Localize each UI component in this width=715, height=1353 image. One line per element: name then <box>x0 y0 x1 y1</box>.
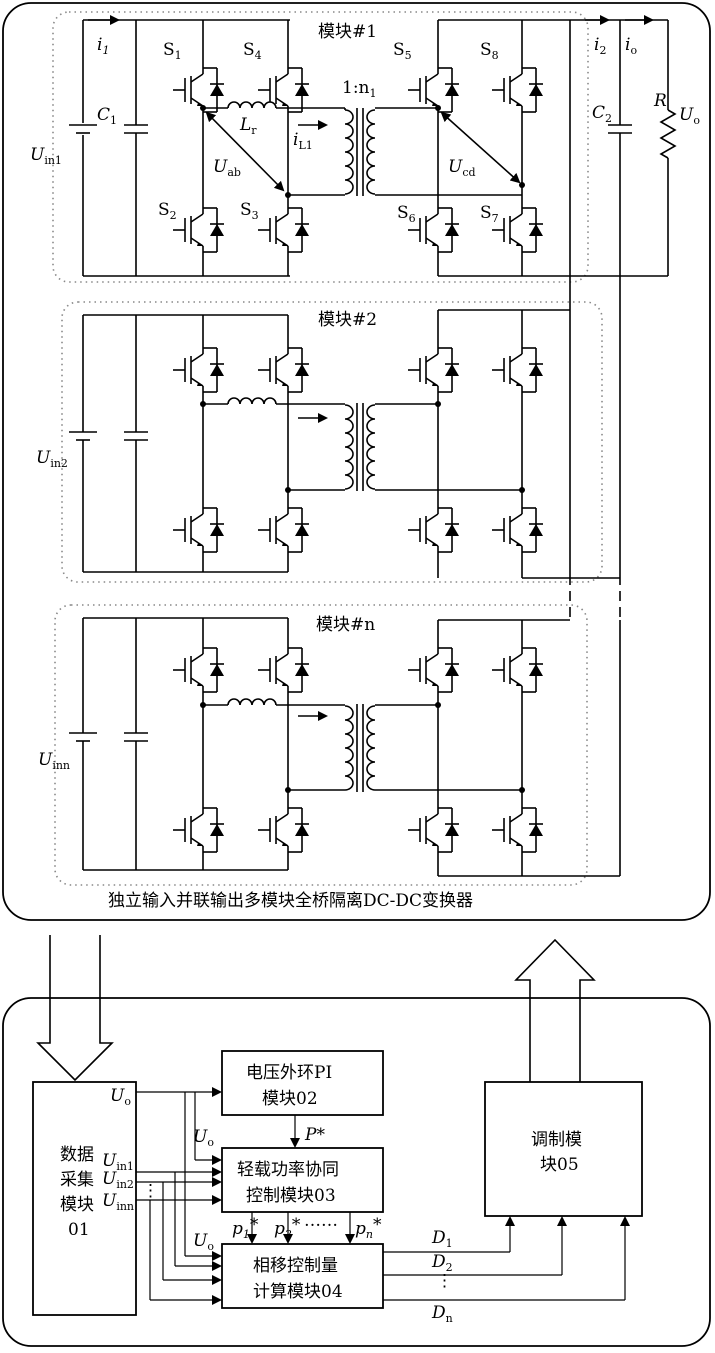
modulen-title: 模块#n <box>316 615 375 635</box>
data-module-line1: 数据 <box>60 1145 94 1165</box>
light-load-line1: 轻载功率协同 <box>237 1160 339 1180</box>
sig-vdots-left: ⋮ <box>142 1181 159 1201</box>
data-module-line2: 采集 <box>60 1170 94 1190</box>
data-module-line4: 01 <box>68 1220 90 1240</box>
light-load-line2: 控制模块03 <box>246 1186 336 1206</box>
sig-pstar: P* <box>304 1125 325 1145</box>
voltage-pi-line1: 电压外环PI <box>246 1063 332 1083</box>
module2-title: 模块#2 <box>318 310 377 330</box>
sig-dots: …… <box>304 1211 338 1231</box>
phase-shift-line2: 计算模块04 <box>253 1282 343 1302</box>
modulation-line2: 块05 <box>540 1155 579 1175</box>
data-module-line3: 模块 <box>60 1195 94 1215</box>
phase-shift-line1: 相移控制量 <box>253 1256 338 1276</box>
modulation-line1: 调制模 <box>531 1130 582 1150</box>
converter-caption: 独立输入并联输出多模块全桥隔离DC-DC变换器 <box>108 891 473 911</box>
voltage-pi-line2: 模块02 <box>262 1089 318 1109</box>
label-r: R <box>653 91 667 111</box>
sig-vdots: ⋮ <box>436 1271 453 1291</box>
module1-title: 模块#1 <box>318 22 377 42</box>
